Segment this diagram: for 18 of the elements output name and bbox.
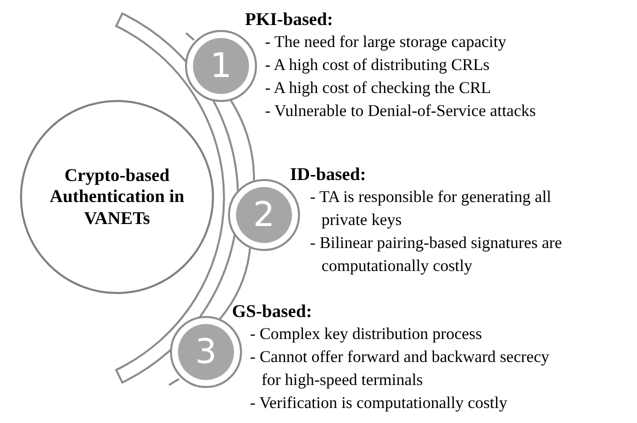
bullet-item: - A high cost of checking the CRL	[265, 77, 492, 99]
step-number: 3	[178, 324, 234, 380]
topic-title: Crypto-based Authentication in VANETs	[50, 164, 184, 230]
step-number: 2	[236, 187, 292, 243]
bullet-item: - Vulnerable to Denial-of-Service attacks	[265, 100, 537, 122]
bullet-item: - The need for large storage capacity	[265, 31, 508, 53]
step-number: 1	[193, 38, 249, 94]
connector-line	[230, 100, 256, 180]
bullet-item: - A high cost of distributing CRLs	[265, 54, 491, 76]
category-heading: GS-based:	[232, 300, 314, 322]
bullet-item: - Cannot offer forward and backward secrecy for high-speed terminals	[250, 346, 550, 391]
bullet-item: - Bilinear pairing-based signatures are computationally costly	[310, 232, 563, 277]
category-heading: ID-based:	[290, 163, 368, 185]
bullet-item: - Verification is computationally costly	[250, 392, 508, 414]
connector-line	[219, 248, 251, 320]
bullet-item: - TA is responsible for generating all private keys	[310, 186, 552, 231]
bullet-item: - Complex key distribution process	[250, 323, 483, 345]
category-heading: PKI-based:	[245, 8, 334, 30]
